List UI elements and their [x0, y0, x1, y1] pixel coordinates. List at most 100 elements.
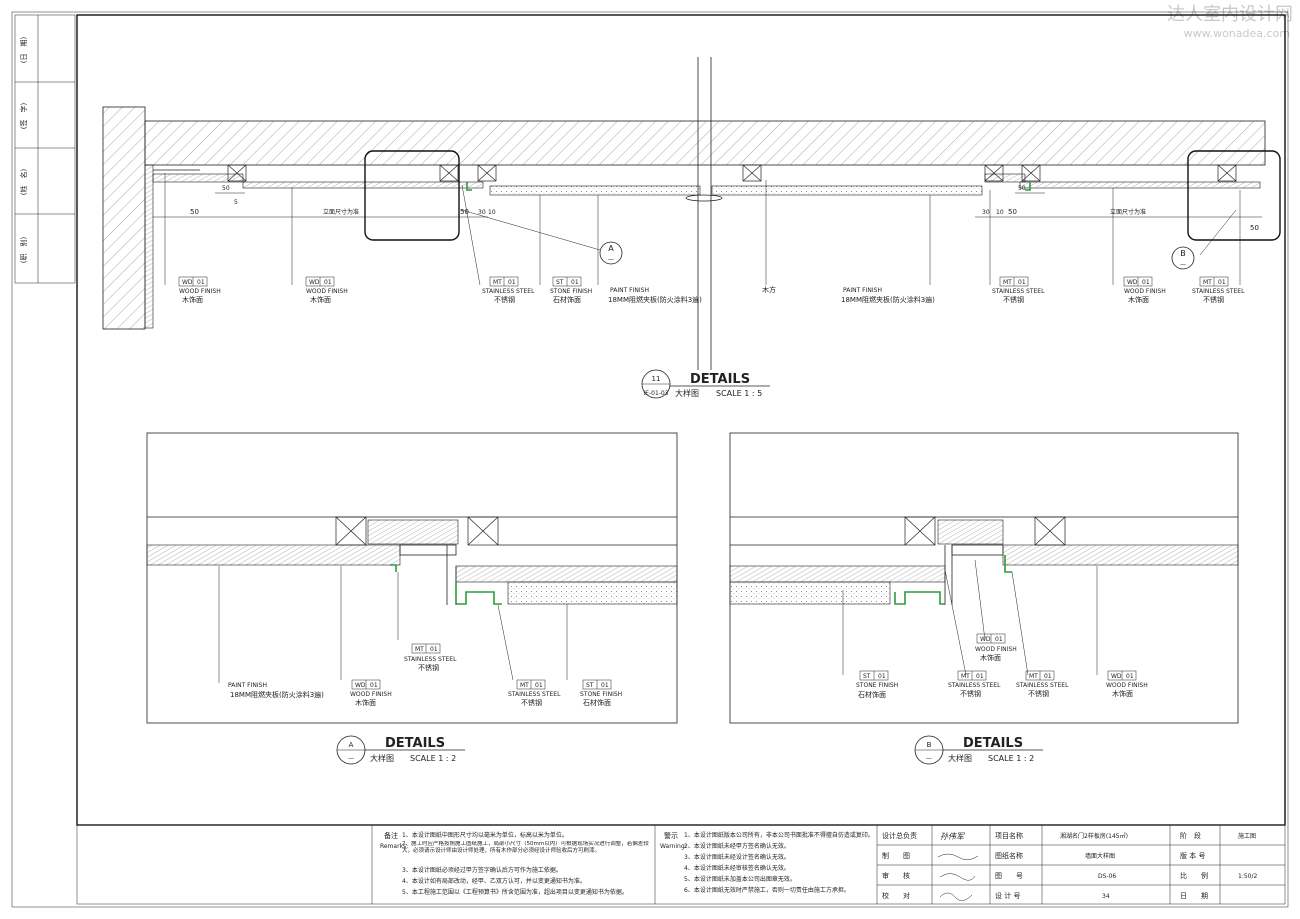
svg-text:PAINT FINISH: PAINT FINISH	[228, 682, 267, 689]
svg-text:STAINLESS STEEL: STAINLESS STEEL	[508, 691, 561, 698]
svg-text:01: 01	[324, 279, 332, 286]
svg-text:STONE FINISH: STONE FINISH	[580, 691, 622, 698]
svg-text:DETAILS: DETAILS	[385, 736, 445, 751]
svg-text:01: 01	[1126, 673, 1134, 680]
svg-text:PAINT FINISH: PAINT FINISH	[843, 287, 882, 294]
svg-text:B: B	[927, 741, 932, 749]
main-detail: 50 50 50 立面尺寸为准 50 30 10 30 10 50 立面尺寸为准…	[102, 57, 1281, 399]
dim-right-50: 50	[1008, 208, 1017, 216]
notes-title: 备注	[384, 831, 398, 840]
highlight-box-b	[1187, 150, 1281, 241]
dim-right-10: 10	[996, 209, 1004, 216]
left-wall	[102, 106, 146, 330]
dim-left-5: 5	[234, 199, 238, 206]
main-tag-6: 木方	[762, 285, 776, 294]
svg-text:制 图: 制 图	[882, 851, 910, 860]
svg-text:MT: MT	[1203, 279, 1212, 286]
svg-text:不锈钢: 不锈钢	[960, 689, 981, 698]
side-label-date: (日 期)	[20, 37, 28, 64]
highlight-box-a	[364, 150, 460, 241]
svg-text:01: 01	[430, 646, 438, 653]
dim-left-span: 立面尺寸为准	[323, 208, 359, 216]
svg-text:A: A	[349, 741, 354, 749]
side-label-post: (职 别)	[19, 237, 28, 264]
svg-text:ST: ST	[863, 673, 871, 680]
svg-text:STAINLESS STEEL: STAINLESS STEEL	[948, 682, 1001, 689]
drawing-name: 墙面大样图	[1085, 852, 1115, 860]
main-tag-7: PAINT FINISH 18MM阻燃夹板(防火涂料3遍)	[841, 287, 935, 304]
svg-text:日 期: 日 期	[1180, 892, 1208, 900]
svg-text:ST: ST	[586, 682, 594, 689]
svg-text:01: 01	[1044, 673, 1052, 680]
dim-left-10: 10	[488, 209, 496, 216]
svg-text:1、本设计图纸版本公司所有，非本公司书面批准不得擅自仿造或复: 1、本设计图纸版本公司所有，非本公司书面批准不得擅自仿造或复印。	[684, 831, 874, 839]
svg-text:SCALE 1 : 2: SCALE 1 : 2	[410, 754, 456, 763]
svg-text:DETAILS: DETAILS	[963, 736, 1023, 751]
drafter-signature	[937, 853, 979, 860]
svg-text:01: 01	[508, 279, 516, 286]
svg-text:不锈钢: 不锈钢	[1028, 689, 1049, 698]
svg-text:MT: MT	[520, 682, 529, 689]
callout-a-line: —	[608, 256, 614, 263]
svg-text:图纸名称: 图纸名称	[995, 851, 1023, 860]
detail-subtitle: 大样图	[675, 388, 699, 398]
svg-text:01: 01	[878, 673, 886, 680]
side-label-sign: (签 字)	[19, 103, 28, 130]
callout-b-letter: B	[1180, 249, 1186, 258]
svg-text:MT: MT	[1029, 673, 1038, 680]
svg-text:01: 01	[535, 682, 543, 689]
design-number: 34	[1102, 893, 1110, 900]
svg-text:MT: MT	[1003, 279, 1012, 286]
dim-left-50: 50	[190, 208, 199, 216]
side-label-name: (姓 名)	[19, 169, 28, 196]
detail-title: DETAILS	[690, 372, 750, 387]
svg-text:3、本设计图纸必须经过甲方签字确认后方可作为施工依据。: 3、本设计图纸必须经过甲方签字确认后方可作为施工依据。	[402, 866, 562, 874]
svg-text:18MM阻燃夹板(防火涂料3遍): 18MM阻燃夹板(防火涂料3遍)	[230, 690, 324, 699]
svg-text:WOOD FINISH: WOOD FINISH	[179, 288, 221, 295]
detail-number: 11	[652, 375, 661, 383]
svg-text:大样图: 大样图	[370, 753, 394, 763]
svg-text:01: 01	[571, 279, 579, 286]
svg-text:石材饰面: 石材饰面	[583, 698, 611, 707]
svg-text:SCALE 1 : 2: SCALE 1 : 2	[988, 754, 1034, 763]
svg-text:1、本设计图纸中图形尺寸均以毫米为单位，标高以米为单位。: 1、本设计图纸中图形尺寸均以毫米为单位，标高以米为单位。	[402, 831, 568, 839]
detail-scale: SCALE 1 : 5	[716, 389, 762, 398]
side-stamp: (日 期) (签 字) (姓 名) (职 别)	[14, 14, 76, 284]
svg-text:WOOD FINISH: WOOD FINISH	[1124, 288, 1166, 295]
svg-text:WOOD FINISH: WOOD FINISH	[350, 691, 392, 698]
stage-value: 施工图	[1238, 832, 1256, 840]
svg-text:WD: WD	[309, 279, 320, 286]
checker-signature	[939, 892, 973, 901]
svg-text:不锈钢: 不锈钢	[521, 698, 542, 707]
warnings-title: 警示	[664, 831, 678, 840]
svg-text:01: 01	[370, 682, 378, 689]
svg-text:校 对: 校 对	[882, 891, 910, 900]
svg-text:不锈钢: 不锈钢	[1003, 295, 1024, 304]
svg-text:MT: MT	[415, 646, 424, 653]
svg-text:STAINLESS STEEL: STAINLESS STEEL	[404, 656, 457, 663]
svg-text:01: 01	[197, 279, 205, 286]
notes-sub: Remarks:	[380, 843, 408, 850]
svg-text:4、本设计如有局部改动，经甲、乙双方认可，并以变更通知书为准: 4、本设计如有局部改动，经甲、乙双方认可，并以变更通知书为准。	[402, 877, 586, 885]
svg-text:WOOD FINISH: WOOD FINISH	[306, 288, 348, 295]
reviewer-signature	[939, 873, 976, 881]
svg-text:木饰面: 木饰面	[355, 698, 376, 707]
title-block: 备注 Remarks: 1、本设计图纸中图形尺寸均以毫米为单位，标高以米为单位。…	[76, 824, 1286, 905]
note-2: 2、施工时应严格按照施工图纸施工，局部小尺寸（50mm以内）可根据现场实况进行调…	[402, 841, 649, 854]
dim-right-30: 30	[982, 209, 990, 216]
svg-text:设计总负责: 设计总负责	[882, 831, 917, 840]
svg-text:审 核: 审 核	[882, 871, 910, 880]
svg-text:01: 01	[976, 673, 984, 680]
svg-text:比 例: 比 例	[1180, 871, 1208, 880]
svg-text:木饰面: 木饰面	[1128, 295, 1149, 304]
svg-text:STAINLESS STEEL: STAINLESS STEEL	[992, 288, 1045, 295]
